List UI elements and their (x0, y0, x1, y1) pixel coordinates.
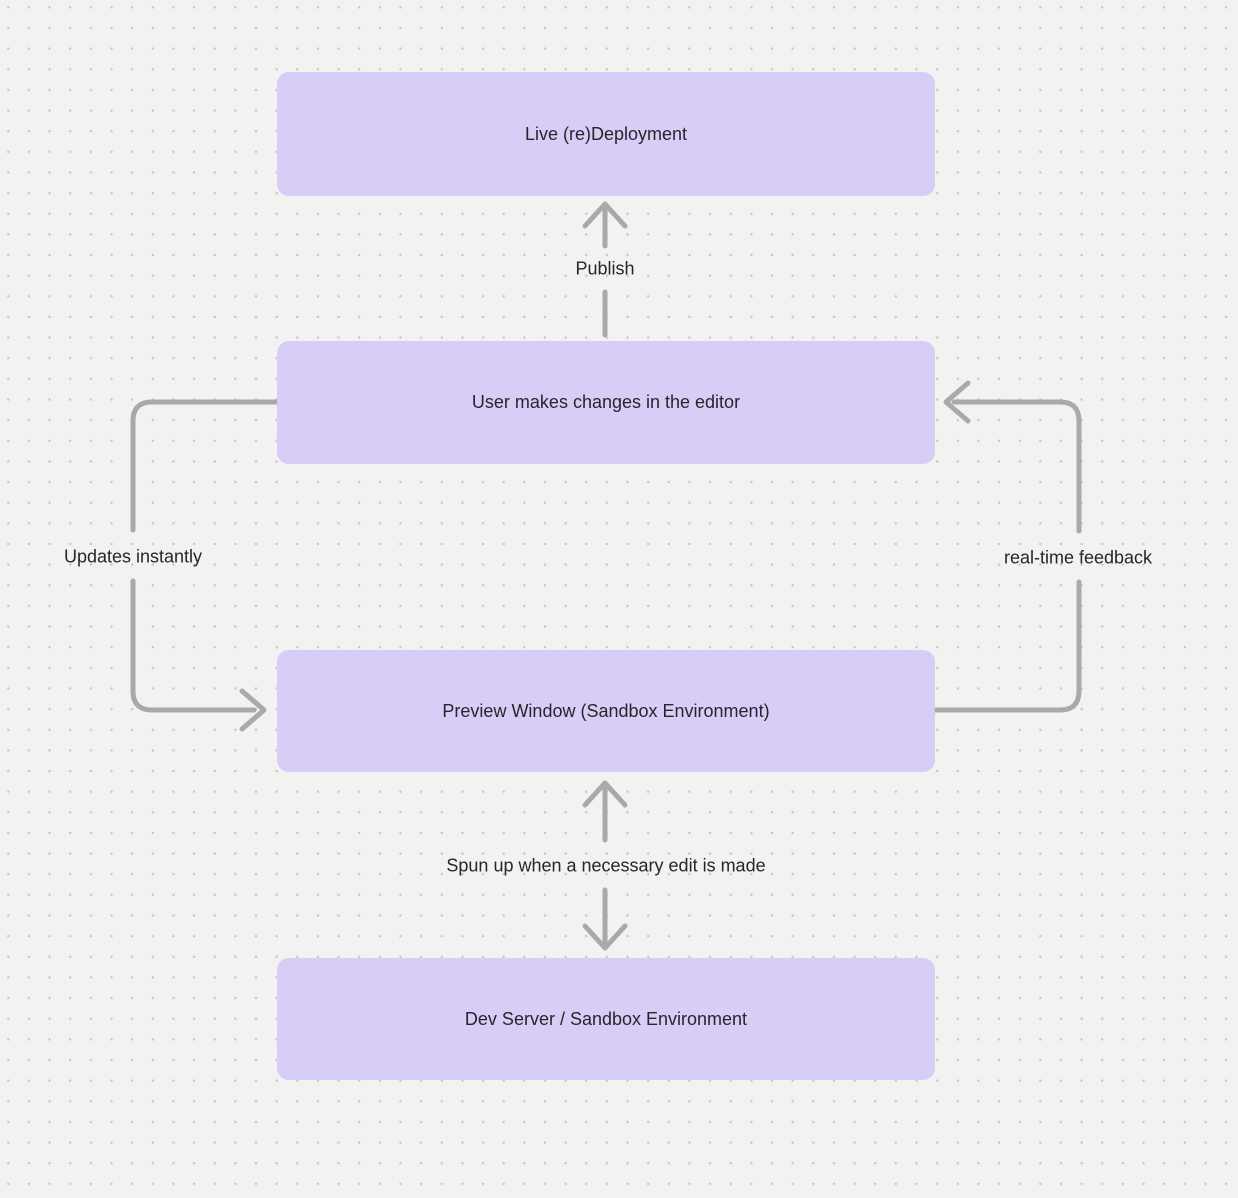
edge-spun-up[interactable] (582, 780, 628, 951)
edge-feedback-segment-bottom (932, 579, 1082, 713)
edge-real-time-feedback[interactable] (932, 380, 1082, 713)
node-preview-window[interactable]: Preview Window (Sandbox Environment) (277, 650, 935, 772)
node-label: Dev Server / Sandbox Environment (464, 1008, 748, 1029)
node-user-editor[interactable]: User makes changes in the editor (277, 341, 935, 464)
edge-feedback-segment-top (951, 399, 1082, 534)
edge-label-spun-up[interactable]: Spun up when a necessary edit is made (446, 855, 766, 876)
node-label: User makes changes in the editor (471, 392, 741, 412)
arrow-up-icon (582, 201, 628, 229)
edge-publish[interactable] (582, 201, 628, 338)
edge-label-real-time-feedback[interactable]: real-time feedback (1003, 547, 1153, 568)
edge-updates-segment-top (130, 399, 280, 533)
edge-label-updates-instantly[interactable]: Updates instantly (63, 546, 203, 567)
edge-label-publish[interactable]: Publish (575, 258, 635, 279)
edge-updates-instantly[interactable] (130, 399, 280, 732)
edge-updates-segment-bottom (130, 578, 257, 713)
node-label: Live (re)Deployment (524, 123, 688, 144)
node-label: Preview Window (Sandbox Environment) (442, 700, 770, 721)
node-live-redeployment[interactable]: Live (re)Deployment (277, 72, 935, 196)
arrow-right-icon (239, 688, 267, 732)
arrow-up-icon (582, 780, 628, 808)
arrow-down-icon (582, 923, 628, 951)
node-dev-server[interactable]: Dev Server / Sandbox Environment (277, 958, 935, 1080)
arrow-left-icon (943, 380, 971, 424)
